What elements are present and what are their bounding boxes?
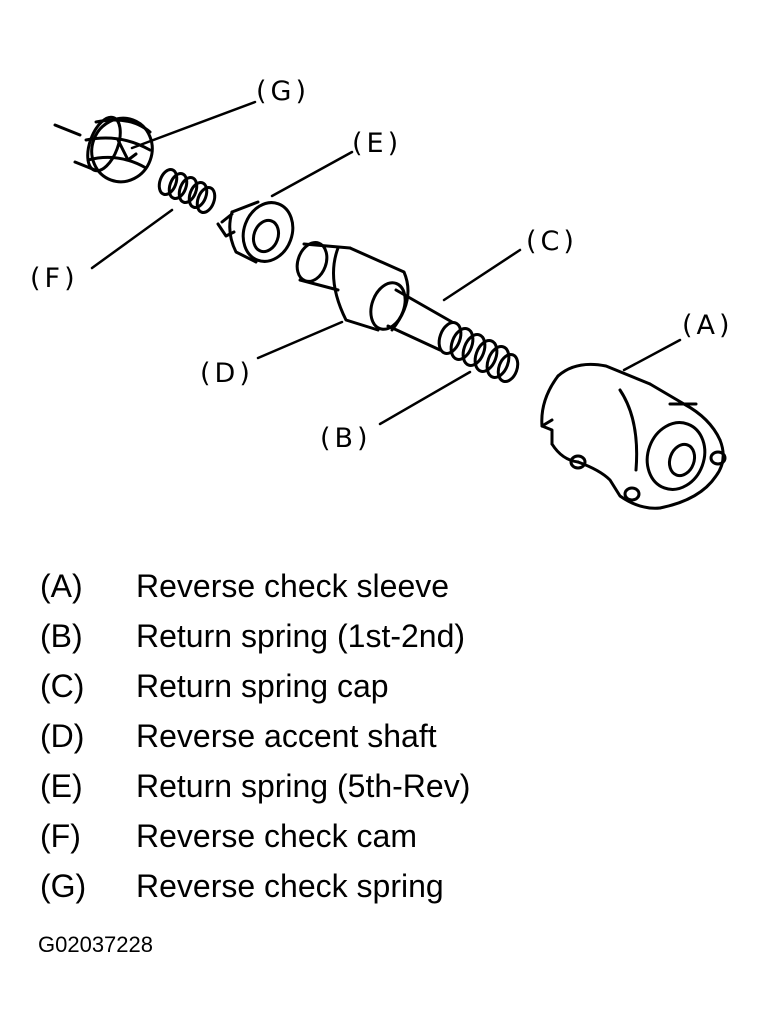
legend-item-e: (E) Return spring (5th-Rev) (40, 768, 760, 818)
leader-line-a (622, 338, 682, 372)
legend-key: (E) (40, 768, 83, 804)
parts-legend: (A) Reverse check sleeve (B) Return spri… (40, 568, 760, 918)
legend-label: Return spring cap (136, 668, 389, 704)
legend-key: (B) (40, 618, 83, 654)
legend-item-b: (B) Return spring (1st-2nd) (40, 618, 760, 668)
legend-key: (D) (40, 718, 85, 754)
legend-item-g: (G) Reverse check spring (40, 868, 760, 918)
callout-d: (D) (200, 358, 254, 389)
legend-key: (G) (40, 868, 87, 904)
leader-line-d (256, 320, 344, 360)
legend-item-d: (D) Reverse accent shaft (40, 718, 760, 768)
leader-line-b (378, 370, 472, 426)
legend-item-a: (A) Reverse check sleeve (40, 568, 760, 618)
reverse-accent-shaft-part (295, 241, 454, 352)
return-spring-1st-2nd-part (437, 321, 520, 384)
leader-line-e (270, 150, 354, 198)
exploded-view-drawing (53, 100, 727, 510)
reverse-check-cam-part (157, 167, 217, 215)
legend-item-f: (F) Reverse check cam (40, 818, 760, 868)
callout-f: (F) (30, 263, 79, 294)
legend-label: Reverse check cam (136, 818, 417, 854)
legend-label: Return spring (5th-Rev) (136, 768, 471, 804)
figure-code: G02037228 (38, 932, 153, 957)
legend-label: Return spring (1st-2nd) (136, 618, 466, 654)
legend-label: Reverse accent shaft (136, 718, 437, 754)
legend-label: Reverse check spring (136, 868, 444, 904)
callout-e: (E) (352, 128, 403, 159)
leader-lines (90, 100, 682, 426)
reverse-check-spring-part (53, 115, 154, 184)
callout-a: (A) (682, 310, 734, 341)
legend-item-c: (C) Return spring cap (40, 668, 760, 718)
leader-line-c (442, 248, 522, 302)
reverse-check-sleeve-part (540, 362, 727, 510)
legend-key: (C) (40, 668, 85, 704)
legend-label: Reverse check sleeve (136, 568, 450, 604)
return-spring-5th-rev-part (216, 200, 295, 264)
legend-key: (A) (40, 568, 83, 604)
callout-b: (B) (320, 423, 372, 454)
callout-g: (G) (256, 76, 310, 107)
leader-line-g (130, 100, 257, 150)
leader-line-f (90, 208, 174, 270)
legend-key: (F) (40, 818, 81, 854)
callout-c: (C) (526, 226, 578, 257)
